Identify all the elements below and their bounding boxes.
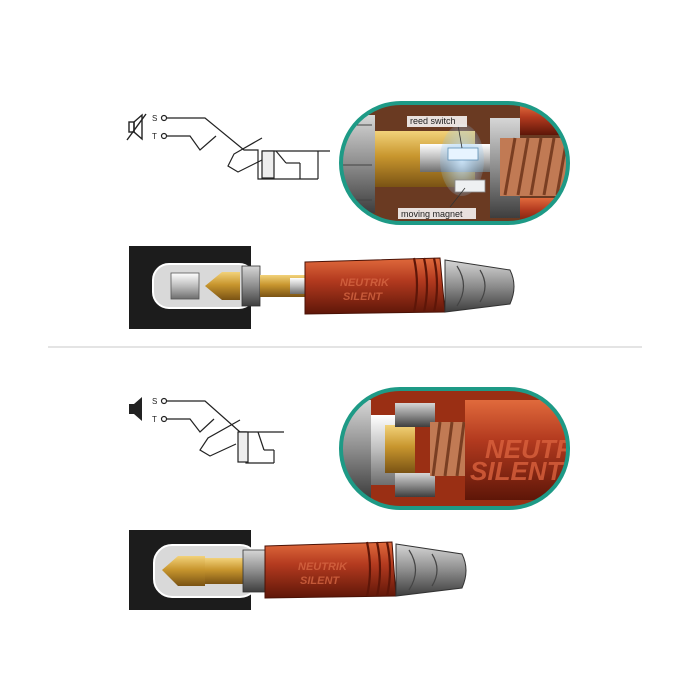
bottom-detail-view: NEUTRIK SILENT: [339, 387, 603, 510]
bottom-panel: S T: [129, 387, 603, 610]
reed-switch-label: reed switch: [410, 116, 456, 126]
plug-brand-text-1: NEUTRIK: [340, 277, 390, 289]
s-terminal-label: S: [152, 114, 157, 123]
switch-wiring-2: [160, 397, 284, 464]
top-schematic: S T: [126, 113, 330, 180]
top-panel: S T: [126, 101, 570, 329]
t-terminal-label-2: T: [152, 415, 157, 424]
speaker-muted-icon: [126, 113, 147, 141]
detail-brand-text-2: SILENT: [470, 456, 565, 486]
plug-brand-text-2: SILENT: [343, 291, 383, 303]
detail-frame-2: [339, 387, 570, 510]
plug-brand-text-4: SILENT: [300, 575, 340, 587]
s-terminal-label-2: S: [152, 397, 157, 406]
moving-magnet-label: moving magnet: [401, 209, 463, 219]
detail-frame: [339, 101, 570, 225]
top-socket-and-plug: NEUTRIK SILENT: [129, 246, 515, 329]
t-terminal-label: T: [152, 132, 157, 141]
top-detail-view: reed switch moving magnet: [339, 101, 570, 225]
switch-wiring: [160, 114, 330, 180]
bottom-schematic: S T: [129, 397, 284, 464]
detail-brand-text-1: NEUTRIK: [485, 434, 603, 464]
top-plug-body: NEUTRIK SILENT: [304, 257, 515, 315]
speaker-icon: [129, 397, 142, 421]
bottom-socket-and-plug: NEUTRIK SILENT: [129, 530, 467, 610]
plug-brand-text-3: NEUTRIK: [298, 561, 348, 573]
bottom-plug-body: NEUTRIK SILENT: [264, 541, 467, 599]
